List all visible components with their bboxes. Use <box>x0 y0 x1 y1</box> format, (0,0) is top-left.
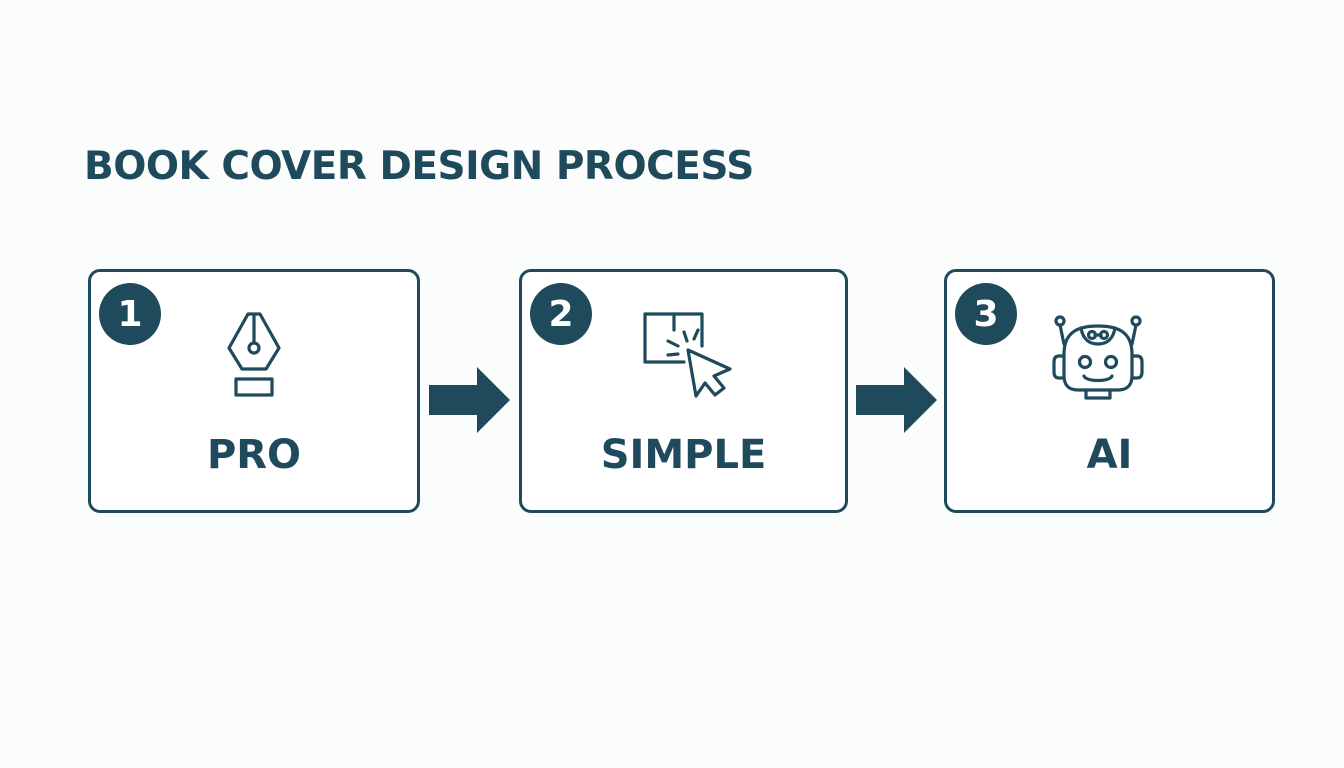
step-card-ai: 3 AI <box>944 269 1275 513</box>
robot-icon <box>1050 306 1146 410</box>
step-label: AI <box>1086 432 1133 478</box>
click-cursor-icon <box>642 306 738 410</box>
step-label: PRO <box>206 432 302 478</box>
pen-nib-icon <box>224 306 284 410</box>
arrow-right-icon <box>429 367 511 437</box>
diagram-title: BOOK COVER DESIGN PROCESS <box>84 144 754 189</box>
step-number-badge: 3 <box>955 283 1017 345</box>
step-label: SIMPLE <box>600 432 767 478</box>
step-number-badge: 2 <box>530 283 592 345</box>
arrow-right-icon <box>856 367 938 437</box>
step-number-badge: 1 <box>99 283 161 345</box>
step-card-simple: 2 SIMPLE <box>519 269 848 513</box>
step-card-pro: 1 PRO <box>88 269 420 513</box>
